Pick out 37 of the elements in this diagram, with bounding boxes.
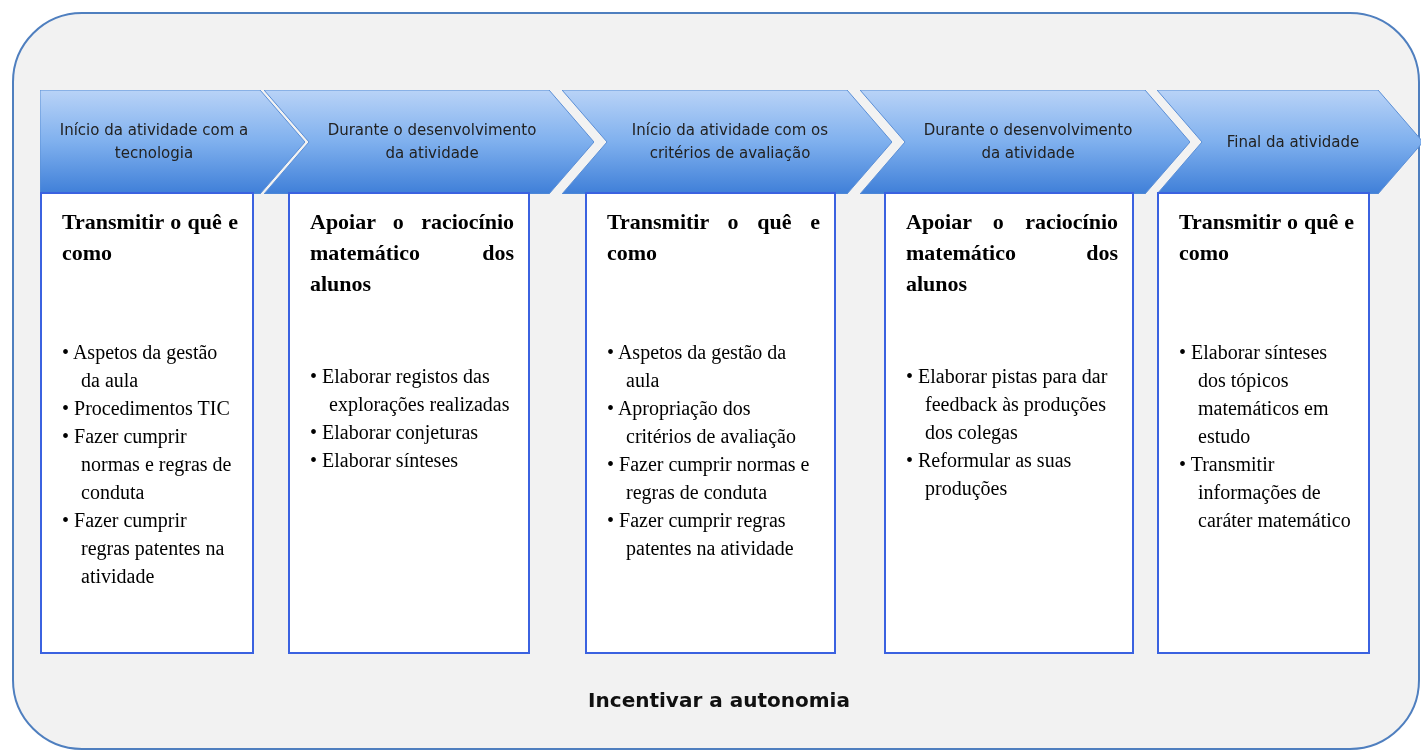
bullet-item: • Elaborar pistas para dar feedback às produções dos colegas	[906, 364, 1109, 446]
step-label: Início da atividade com a tecnologia	[58, 120, 250, 164]
box-heading: Transmitir o quê e como	[62, 208, 238, 267]
bullet-item: • Elaborar sínteses	[310, 448, 460, 473]
step-label: Final da atividade	[1225, 131, 1361, 153]
bullet-item: • Reformular as suas produções	[906, 448, 1073, 502]
box-heading: Transmitir o quê e como	[607, 208, 820, 267]
step-banner	[264, 90, 594, 194]
bullet-item: • Elaborar sínteses dos tópicos matemáticos em estudo	[1179, 340, 1330, 449]
rounded-panel	[12, 12, 1420, 750]
content-box	[1157, 192, 1370, 654]
step-banner	[562, 90, 892, 194]
bullet-item: • Fazer cumprir regras patentes na atividade	[607, 508, 795, 562]
bullet-item: • Elaborar registos das explorações realizadas	[310, 364, 511, 418]
box-heading: Apoiar o raciocínio matemático dos alunos	[906, 208, 1118, 298]
bullet-item: • Fazer cumprir normas e regras de conduta	[607, 452, 811, 506]
step-label: Durante o desenvolvimento da atividade	[326, 120, 538, 164]
bullet-item: • Elaborar conjeturas	[310, 420, 480, 446]
content-box	[40, 192, 254, 654]
content-box	[884, 192, 1134, 654]
box-heading: Apoiar o raciocínio matemático dos alunos	[310, 208, 514, 298]
bullet-item: • Fazer cumprir regras patentes na atividade	[62, 508, 226, 589]
content-box	[585, 192, 836, 654]
bullet-item: • Aspetos da gestão da aula	[62, 340, 219, 393]
step-label: Durante o desenvolvimento da atividade	[922, 120, 1134, 164]
bullet-item: • Aspetos da gestão da aula	[607, 340, 788, 393]
content-box	[288, 192, 530, 654]
bullet-item: • Procedimentos TIC	[62, 396, 231, 421]
step-banner	[860, 90, 1190, 194]
step-label: Início da atividade com os critérios de avaliação	[630, 120, 830, 164]
bullet-item: • Apropriação dos critérios de avaliação	[607, 396, 797, 450]
box-heading: Transmitir o quê e como	[1179, 208, 1354, 267]
step-banner	[40, 90, 305, 194]
bullet-item: • Fazer cumprir normas e regras de conduta	[62, 424, 233, 505]
bullet-item: • Transmitir informações de caráter matemático	[1179, 452, 1352, 533]
panel-caption: Incentivar a autonomia	[587, 688, 851, 712]
step-banner	[1157, 90, 1421, 194]
